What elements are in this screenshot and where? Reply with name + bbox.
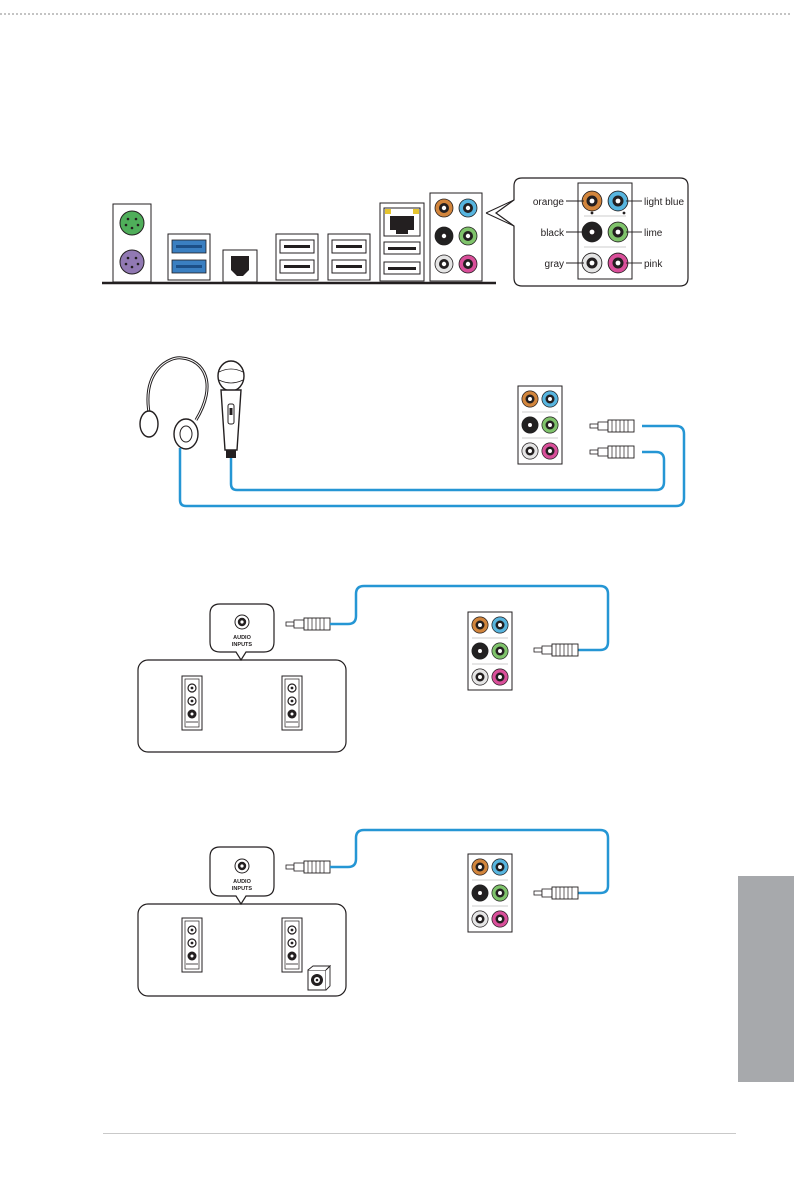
left-speaker-icon (182, 676, 202, 730)
legend-label-orange: orange (533, 197, 565, 208)
usb2-port-block-1 (276, 234, 318, 280)
headphone-mic-diagram (140, 358, 684, 506)
audio-panel-headset (518, 386, 562, 464)
headphone-plug (590, 420, 634, 432)
audio-inputs-bubble (210, 604, 274, 660)
legend-jack-pink (608, 253, 628, 273)
audio-inputs-label-line1: AUDIO (233, 635, 251, 641)
subwoofer-icon (308, 966, 330, 990)
right-speaker-icon-2 (282, 918, 302, 972)
legend-label-lime: lime (644, 228, 663, 239)
audio-inputs-label-line2: INPUTS (232, 642, 253, 648)
microphone-cable (231, 452, 664, 490)
ps2-keyboard-port (120, 250, 144, 274)
speaker-system-box (138, 660, 346, 752)
legend-jack-lime (608, 222, 628, 242)
legend-jack-orange (582, 191, 602, 211)
microphone-plug (590, 446, 634, 458)
audio-inputs-label-line2-2: INPUTS (232, 886, 253, 892)
usb3-port-block (168, 234, 210, 280)
audio-inputs-bubble-2 (210, 847, 274, 904)
lime-jack-plug-2 (534, 887, 578, 899)
ps2-port-block (113, 204, 151, 282)
speaker-input-plug (286, 618, 330, 630)
headphones-icon (140, 358, 207, 449)
left-speaker-icon-2 (182, 918, 202, 972)
legend-jack-light-blue (608, 191, 628, 211)
optical-spdif-port (223, 250, 257, 282)
two-channel-speaker-diagram: AUDIO INPUTS (138, 586, 608, 752)
audio-panel-2-1ch (468, 854, 512, 932)
ps2-mouse-port (120, 211, 144, 235)
legend-jack-black (582, 222, 602, 242)
usb2-port-block-2 (328, 234, 370, 280)
audio-inputs-label-line1-2: AUDIO (233, 879, 251, 885)
lime-jack-plug (534, 644, 578, 656)
right-speaker-icon (282, 676, 302, 730)
rear-io-panel (102, 193, 514, 283)
lan-usb-port-block (380, 203, 424, 281)
speaker-input-plug-2 (286, 861, 330, 873)
legend-label-gray: gray (545, 259, 564, 270)
legend-label-pink: pink (644, 259, 663, 270)
headphone-cable (180, 426, 684, 506)
audio-color-legend: orange light blue black lime gray pink (496, 178, 688, 286)
footer-rule (103, 1133, 736, 1134)
legend-label-light-blue: light blue (644, 197, 684, 208)
microphone-icon (218, 361, 244, 458)
two-one-channel-speaker-diagram: AUDIO INPUTS (138, 830, 608, 996)
legend-label-black: black (541, 228, 565, 239)
audio-panel-2ch (468, 612, 512, 690)
io-audio-jack-block (430, 193, 482, 281)
chapter-side-tab (738, 876, 794, 1082)
legend-jack-gray (582, 253, 602, 273)
